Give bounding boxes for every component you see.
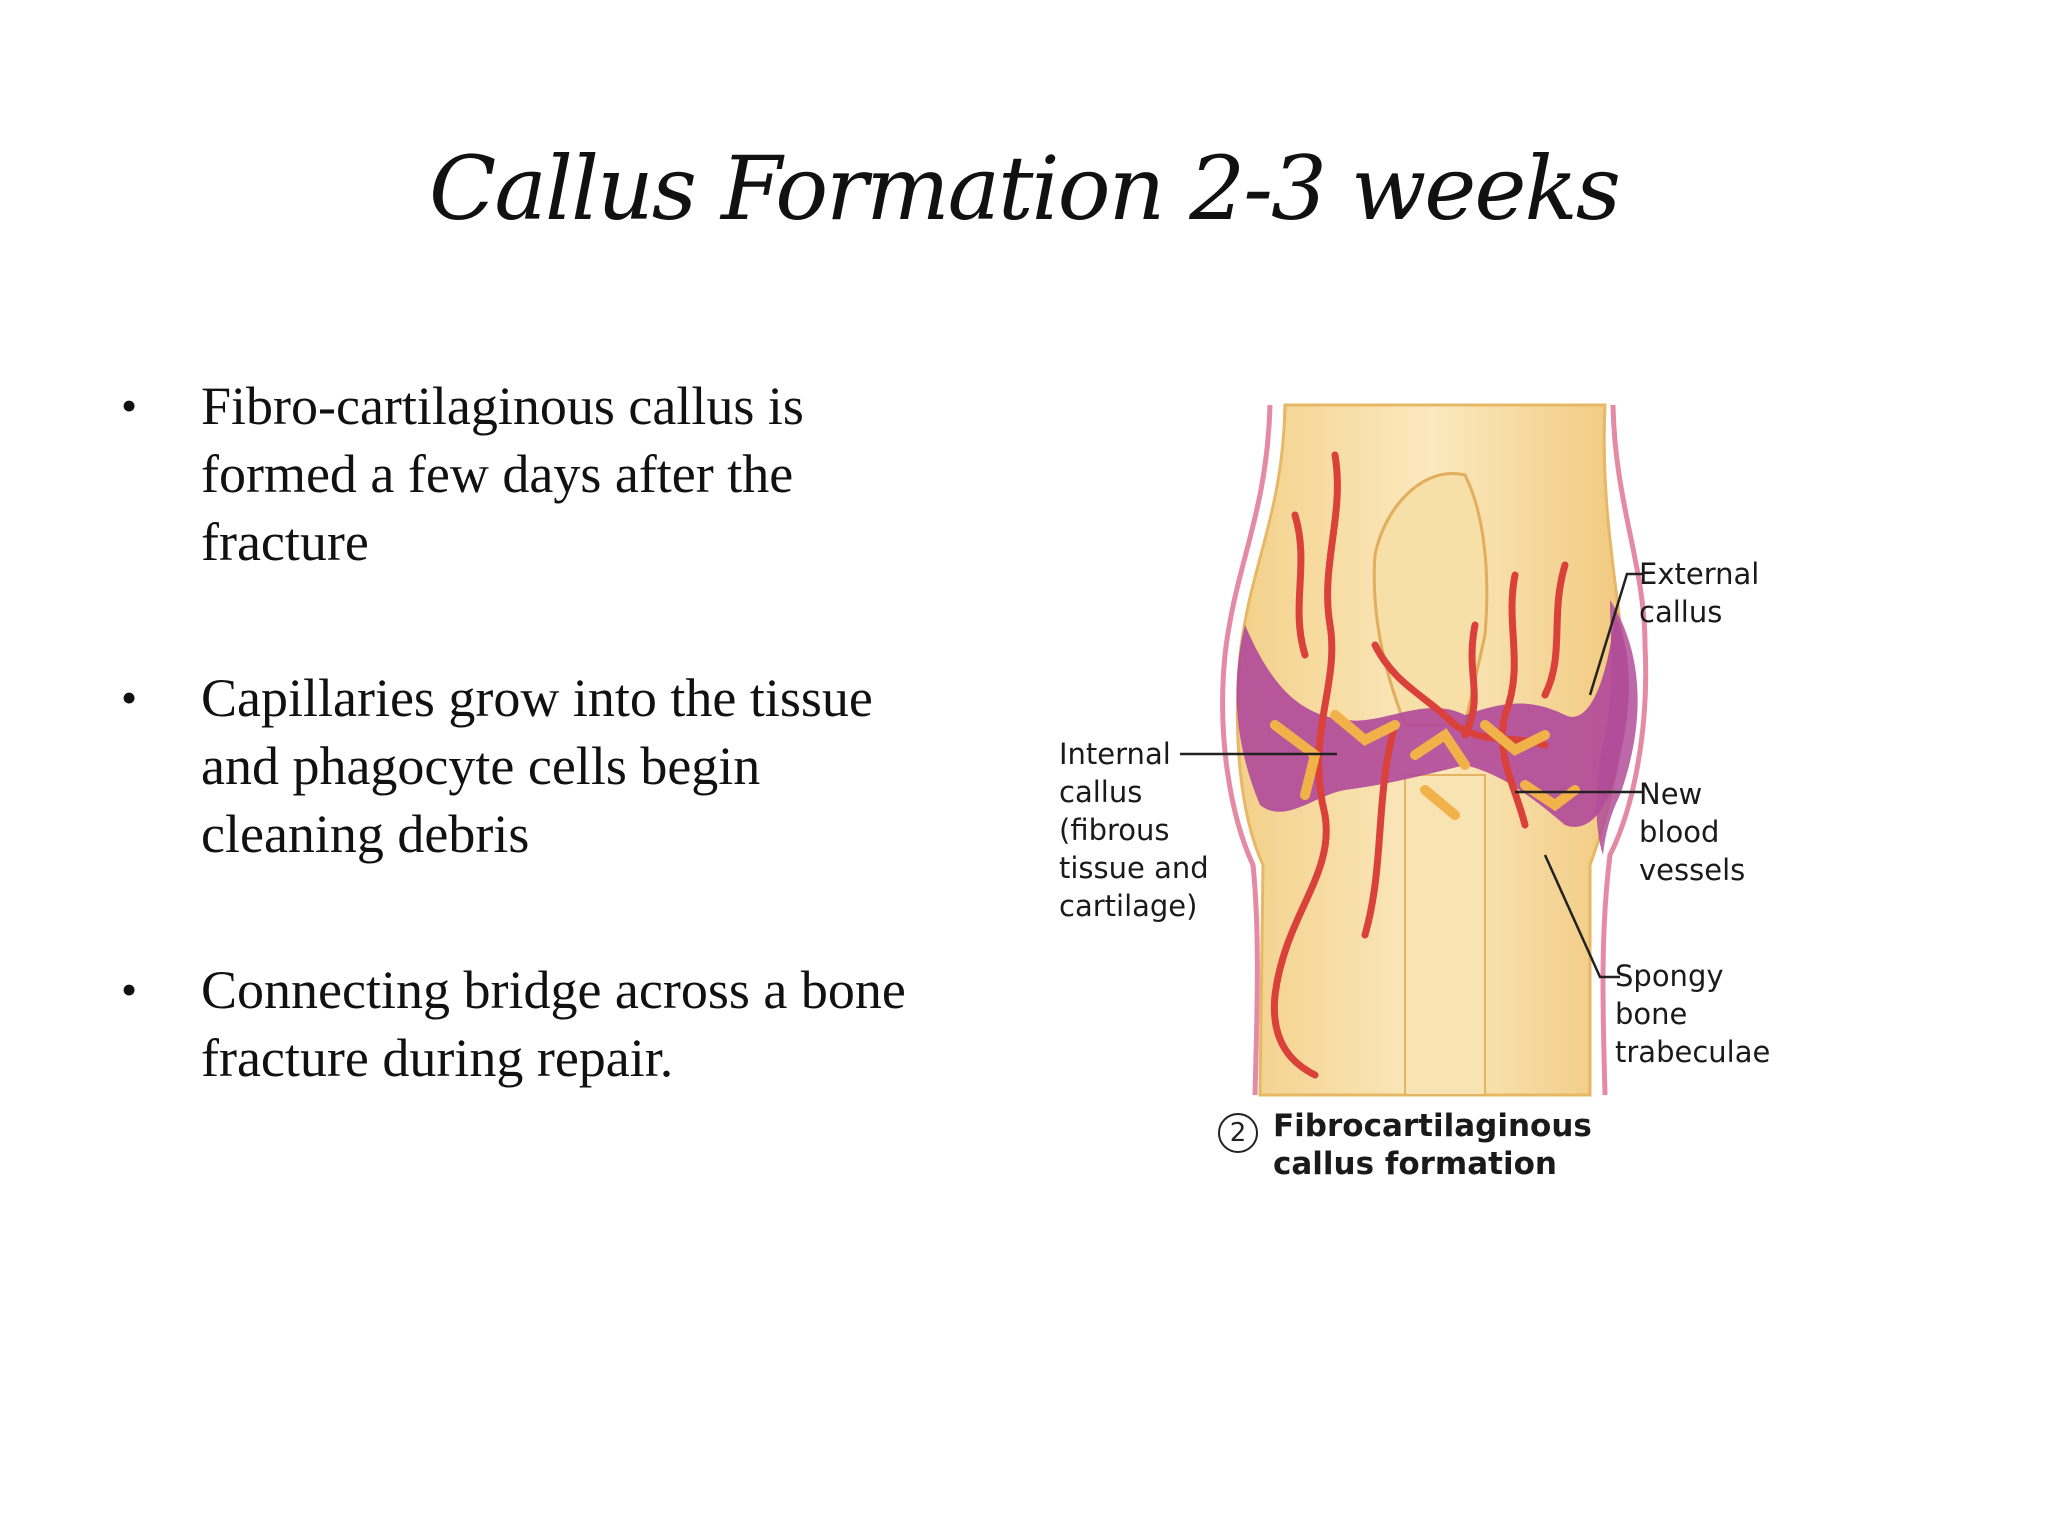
label-spongy-bone: Spongy bone trabeculae — [1615, 959, 1771, 1069]
periosteum-outline — [1220, 404, 1273, 1096]
label-new-blood-vessels: New blood vessels — [1639, 777, 1746, 887]
bone-fracture-drawing — [1180, 403, 1649, 1097]
bullet-list: • Fibro-cartilaginous callus is formed a… — [115, 372, 935, 1180]
bullet-marker: • — [121, 672, 138, 723]
slide-title: Callus Formation 2-3 weeks — [429, 137, 1621, 240]
caption-number: 2 — [1218, 1113, 1258, 1153]
label-external-callus: External callus — [1639, 557, 1760, 629]
bone-fragment — [1372, 472, 1489, 727]
label-internal-callus: Internal callus (fibrous tissue and cart… — [1059, 737, 1209, 923]
bullet-item: • Capillaries grow into the tissue and p… — [115, 664, 935, 868]
bullet-text: Connecting bridge across a bone fracture… — [201, 960, 906, 1088]
bullet-text: Capillaries grow into the tissue and pha… — [201, 668, 873, 864]
bone-fragment — [1404, 774, 1486, 1096]
bullet-marker: • — [121, 964, 138, 1015]
figure-caption: Fibrocartilaginous callus formation — [1273, 1108, 1592, 1182]
bullet-text: Fibro-cartilaginous callus is formed a f… — [201, 376, 804, 572]
callus-band — [1236, 615, 1630, 827]
leader-lines — [1180, 572, 1643, 979]
blood-vessels — [1270, 451, 1569, 1079]
bullet-marker: • — [121, 380, 138, 431]
callus-illustration: Internal callus (fibrous tissue and cart… — [1045, 395, 1795, 1205]
bullet-item: • Connecting bridge across a bone fractu… — [115, 956, 935, 1092]
bullet-item: • Fibro-cartilaginous callus is formed a… — [115, 372, 935, 576]
